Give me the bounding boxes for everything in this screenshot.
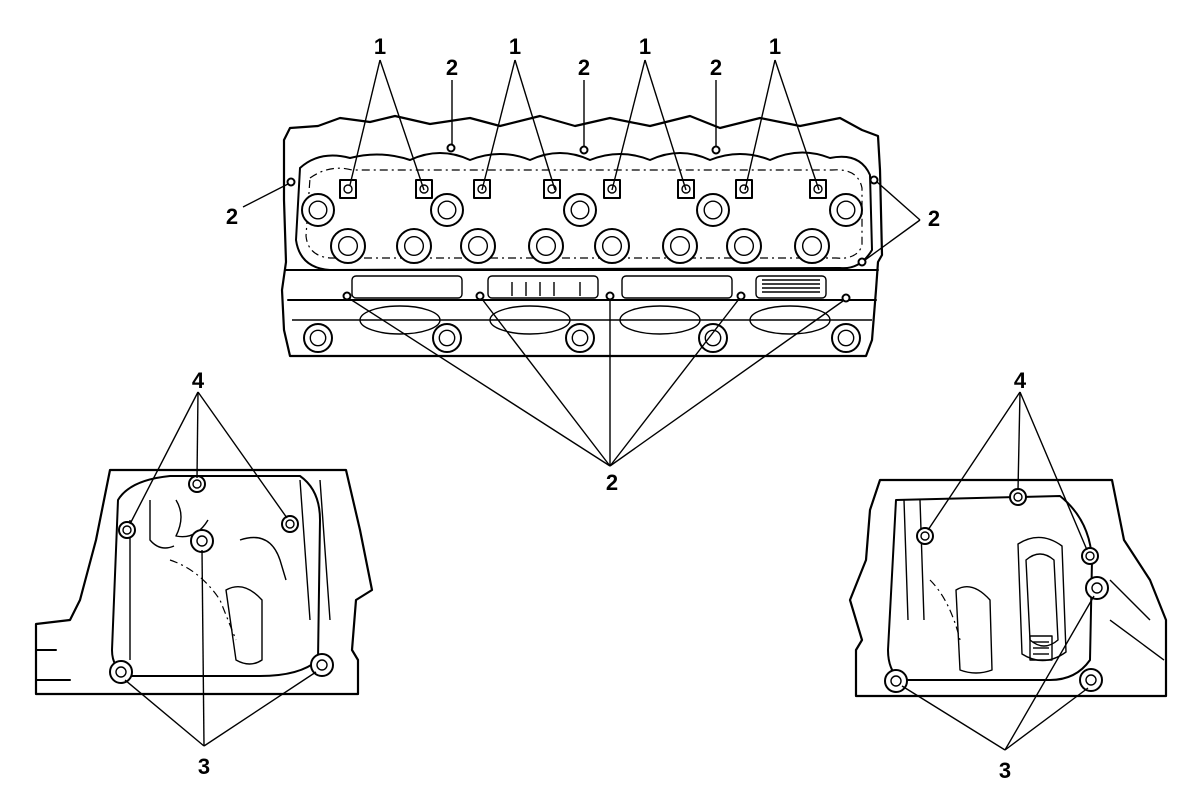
rocker-arm-clips <box>339 179 827 199</box>
bolt-holes-top <box>286 143 879 303</box>
head-bolt-boss <box>565 323 595 353</box>
valve-spring-boss <box>594 228 630 264</box>
head-bolt-boss <box>698 323 728 353</box>
callout-2-bottom: 2 <box>606 470 618 495</box>
rocker-clip <box>603 179 621 199</box>
rocker-clip-bolt <box>681 184 691 194</box>
rocker-clip <box>809 179 827 199</box>
cylinder-head-left-end-view <box>34 468 374 696</box>
rocker-clip-bolt <box>419 184 429 194</box>
callout-3-left: 3 <box>198 754 210 779</box>
valve-spring-boss <box>430 193 464 227</box>
valve-spring-boss <box>301 193 335 227</box>
valve-spring-boss <box>460 228 496 264</box>
callout-2-right: 2 <box>928 206 940 231</box>
callout-2-left: 2 <box>226 204 238 229</box>
valve-spring-bosses-upper <box>301 193 863 227</box>
leader-lines <box>124 59 1095 751</box>
valve-spring-boss <box>726 228 762 264</box>
callout-2-top-c: 2 <box>710 55 722 80</box>
valve-spring-boss <box>396 228 432 264</box>
lower-ports <box>359 305 831 335</box>
rocker-clip-bolt <box>477 184 487 194</box>
valve-spring-boss <box>662 228 698 264</box>
valve-spring-boss <box>696 193 730 227</box>
rocker-clip-bolt <box>343 184 353 194</box>
callout-labels: 1 1 1 1 2 2 2 2 2 2 4 3 4 3 <box>192 34 1027 783</box>
valve-spring-boss <box>330 228 366 264</box>
rocker-clip <box>677 179 695 199</box>
valve-spring-boss <box>528 228 564 264</box>
callout-4-left: 4 <box>192 368 205 393</box>
callout-1-a: 1 <box>374 34 386 59</box>
callout-1-b: 1 <box>509 34 521 59</box>
valve-spring-boss <box>563 193 597 227</box>
cylinder-head-top-view <box>280 114 884 358</box>
rocker-clip <box>473 179 491 199</box>
callout-1-c: 1 <box>639 34 651 59</box>
head-bolt-boss <box>303 323 333 353</box>
rocker-clip-bolt <box>547 184 557 194</box>
deck-ribs <box>511 282 581 296</box>
head-bolt-boss <box>432 323 462 353</box>
valve-spring-boss <box>794 228 830 264</box>
callout-3-right: 3 <box>999 758 1011 783</box>
cylinder-head-right-end-view <box>848 478 1168 698</box>
rocker-clip-bolt <box>607 184 617 194</box>
rocker-clip <box>339 179 357 199</box>
rocker-clip-bolt <box>739 184 749 194</box>
head-bolt-bosses-bottom <box>303 323 861 353</box>
valve-spring-boss <box>829 193 863 227</box>
callout-1-d: 1 <box>769 34 781 59</box>
rocker-clip <box>735 179 753 199</box>
head-bolt-boss <box>831 323 861 353</box>
callout-4-right: 4 <box>1014 368 1027 393</box>
valve-spring-bosses-lower <box>330 228 830 264</box>
callout-2-top-a: 2 <box>446 55 458 80</box>
id-plate <box>762 279 820 293</box>
callout-2-top-b: 2 <box>578 55 590 80</box>
rocker-clip <box>415 179 433 199</box>
